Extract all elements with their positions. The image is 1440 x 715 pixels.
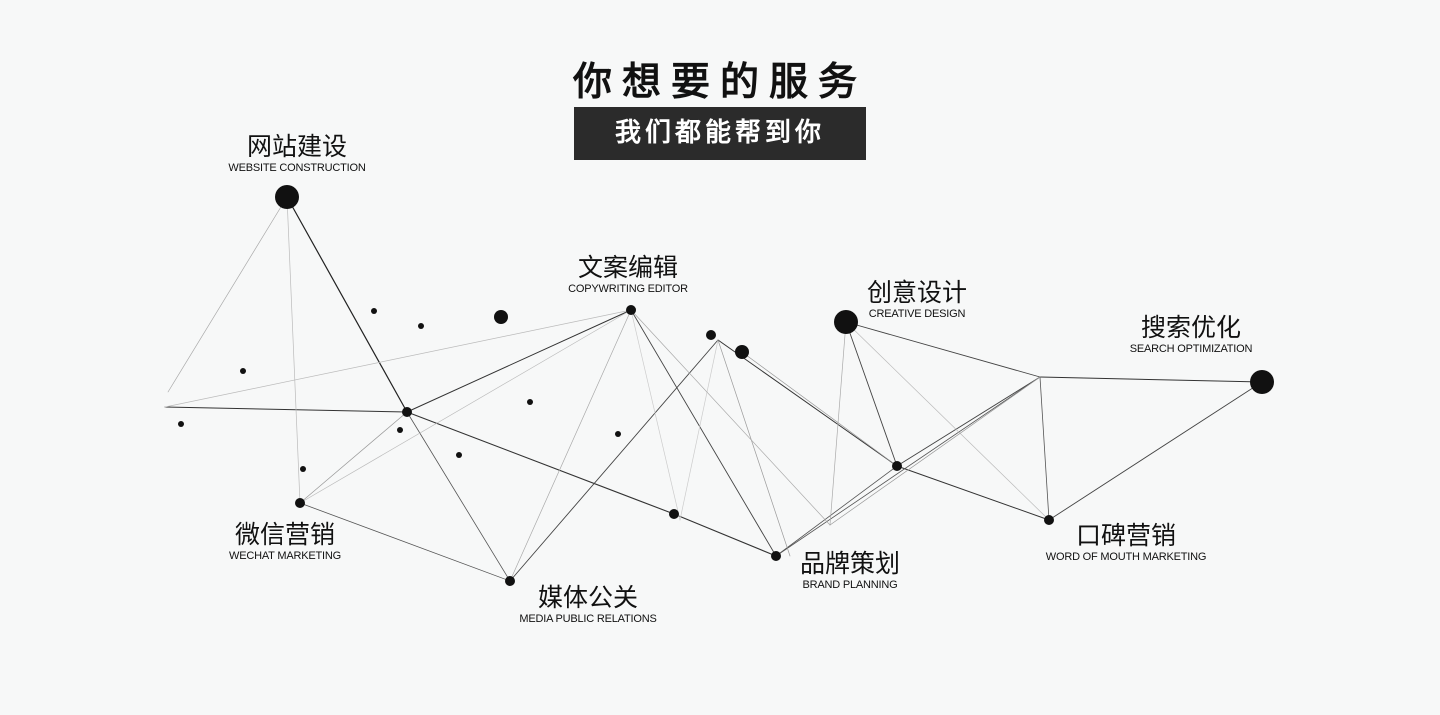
edge — [673, 513, 777, 557]
node — [371, 308, 377, 314]
service-subtitle: CREATIVE DESIGN — [868, 308, 966, 320]
edge — [1039, 376, 1263, 383]
edge — [630, 309, 681, 521]
node-website-construction — [275, 185, 299, 209]
service-subtitle: WEBSITE CONSTRUCTION — [228, 162, 366, 174]
edge — [164, 406, 408, 413]
edge — [845, 321, 1041, 378]
edge — [509, 339, 719, 582]
edge — [775, 376, 1041, 557]
node — [706, 330, 716, 340]
service-title: 媒体公关 — [537, 583, 638, 612]
edge — [717, 339, 898, 467]
edge — [630, 309, 831, 526]
edge — [775, 465, 898, 557]
node — [240, 368, 246, 374]
service-search-optimization: 搜索优化 SEARCH OPTIMIZATION — [1130, 314, 1253, 356]
service-subtitle: MEDIA PUBLIC RELATIONS — [519, 613, 657, 625]
subtitle-banner: 我们都能帮到你 — [574, 107, 866, 160]
service-website-construction: 网站建设 WEBSITE CONSTRUCTION — [228, 133, 365, 175]
edge — [845, 321, 898, 467]
node — [397, 427, 403, 433]
node — [494, 310, 508, 324]
network-lines — [164, 196, 1263, 582]
edge — [299, 309, 632, 504]
service-subtitle: WECHAT MARKETING — [229, 550, 341, 562]
edge — [286, 196, 408, 413]
node-media-public-relations — [505, 576, 515, 586]
node — [527, 399, 533, 405]
service-subtitle: SEARCH OPTIMIZATION — [1129, 343, 1253, 355]
service-title: 网站建设 — [246, 132, 348, 161]
edge — [630, 309, 777, 557]
service-subtitle: BRAND PLANNING — [802, 579, 898, 591]
service-title: 文案编辑 — [577, 253, 678, 282]
edge — [829, 321, 847, 526]
service-title: 搜索优化 — [1140, 313, 1242, 342]
service-creative-design: 创意设计 CREATIVE DESIGN — [867, 279, 967, 321]
edge — [406, 411, 675, 515]
node — [178, 421, 184, 427]
node-wechat-marketing — [295, 498, 305, 508]
node-copywriting-editor — [626, 305, 636, 315]
service-title: 口碑营销 — [1075, 521, 1177, 550]
edge — [286, 196, 301, 504]
edge — [741, 351, 898, 467]
node-search-optimization — [1250, 370, 1274, 394]
edge — [1039, 376, 1050, 521]
edge — [299, 411, 408, 504]
service-title: 创意设计 — [866, 278, 968, 307]
edge — [406, 309, 632, 413]
service-word-of-mouth-marketing: 口碑营销 WORD OF MOUTH MARKETING — [1045, 521, 1207, 564]
node — [735, 345, 749, 359]
node-hub — [402, 407, 412, 417]
service-subtitle: COPYWRITING EDITOR — [568, 283, 688, 295]
edge — [845, 321, 1050, 521]
node-creative-design — [834, 310, 858, 334]
edge — [717, 339, 791, 557]
edge — [167, 196, 288, 393]
node — [300, 466, 306, 472]
edge — [679, 339, 719, 521]
edge — [164, 309, 632, 408]
service-title: 微信营销 — [234, 520, 335, 549]
node-word-of-mouth — [1044, 515, 1054, 525]
edge — [829, 376, 1041, 526]
service-subtitle: WORD OF MOUTH MARKETING — [1045, 551, 1207, 563]
service-brand-planning: 品牌策划 BRAND PLANNING — [800, 550, 900, 592]
page-title: 你想要的服务 — [572, 60, 867, 105]
node-brand-planning — [771, 551, 781, 561]
service-wechat-marketing: 微信营销 WECHAT MARKETING — [229, 521, 341, 563]
edge — [896, 465, 1050, 521]
service-title: 品牌策划 — [799, 549, 901, 578]
service-media-public-relations: 媒体公关 MEDIA PUBLIC RELATIONS — [519, 584, 656, 626]
network-nodes — [178, 185, 1274, 586]
edge — [299, 502, 511, 582]
node — [456, 452, 462, 458]
edge — [1048, 381, 1263, 521]
node — [892, 461, 902, 471]
service-copywriting-editor: 文案编辑 COPYWRITING EDITOR — [568, 254, 688, 296]
node — [418, 323, 424, 329]
node — [615, 431, 621, 437]
edge — [406, 411, 511, 582]
edge — [896, 376, 1041, 467]
node — [669, 509, 679, 519]
edge — [509, 309, 632, 582]
